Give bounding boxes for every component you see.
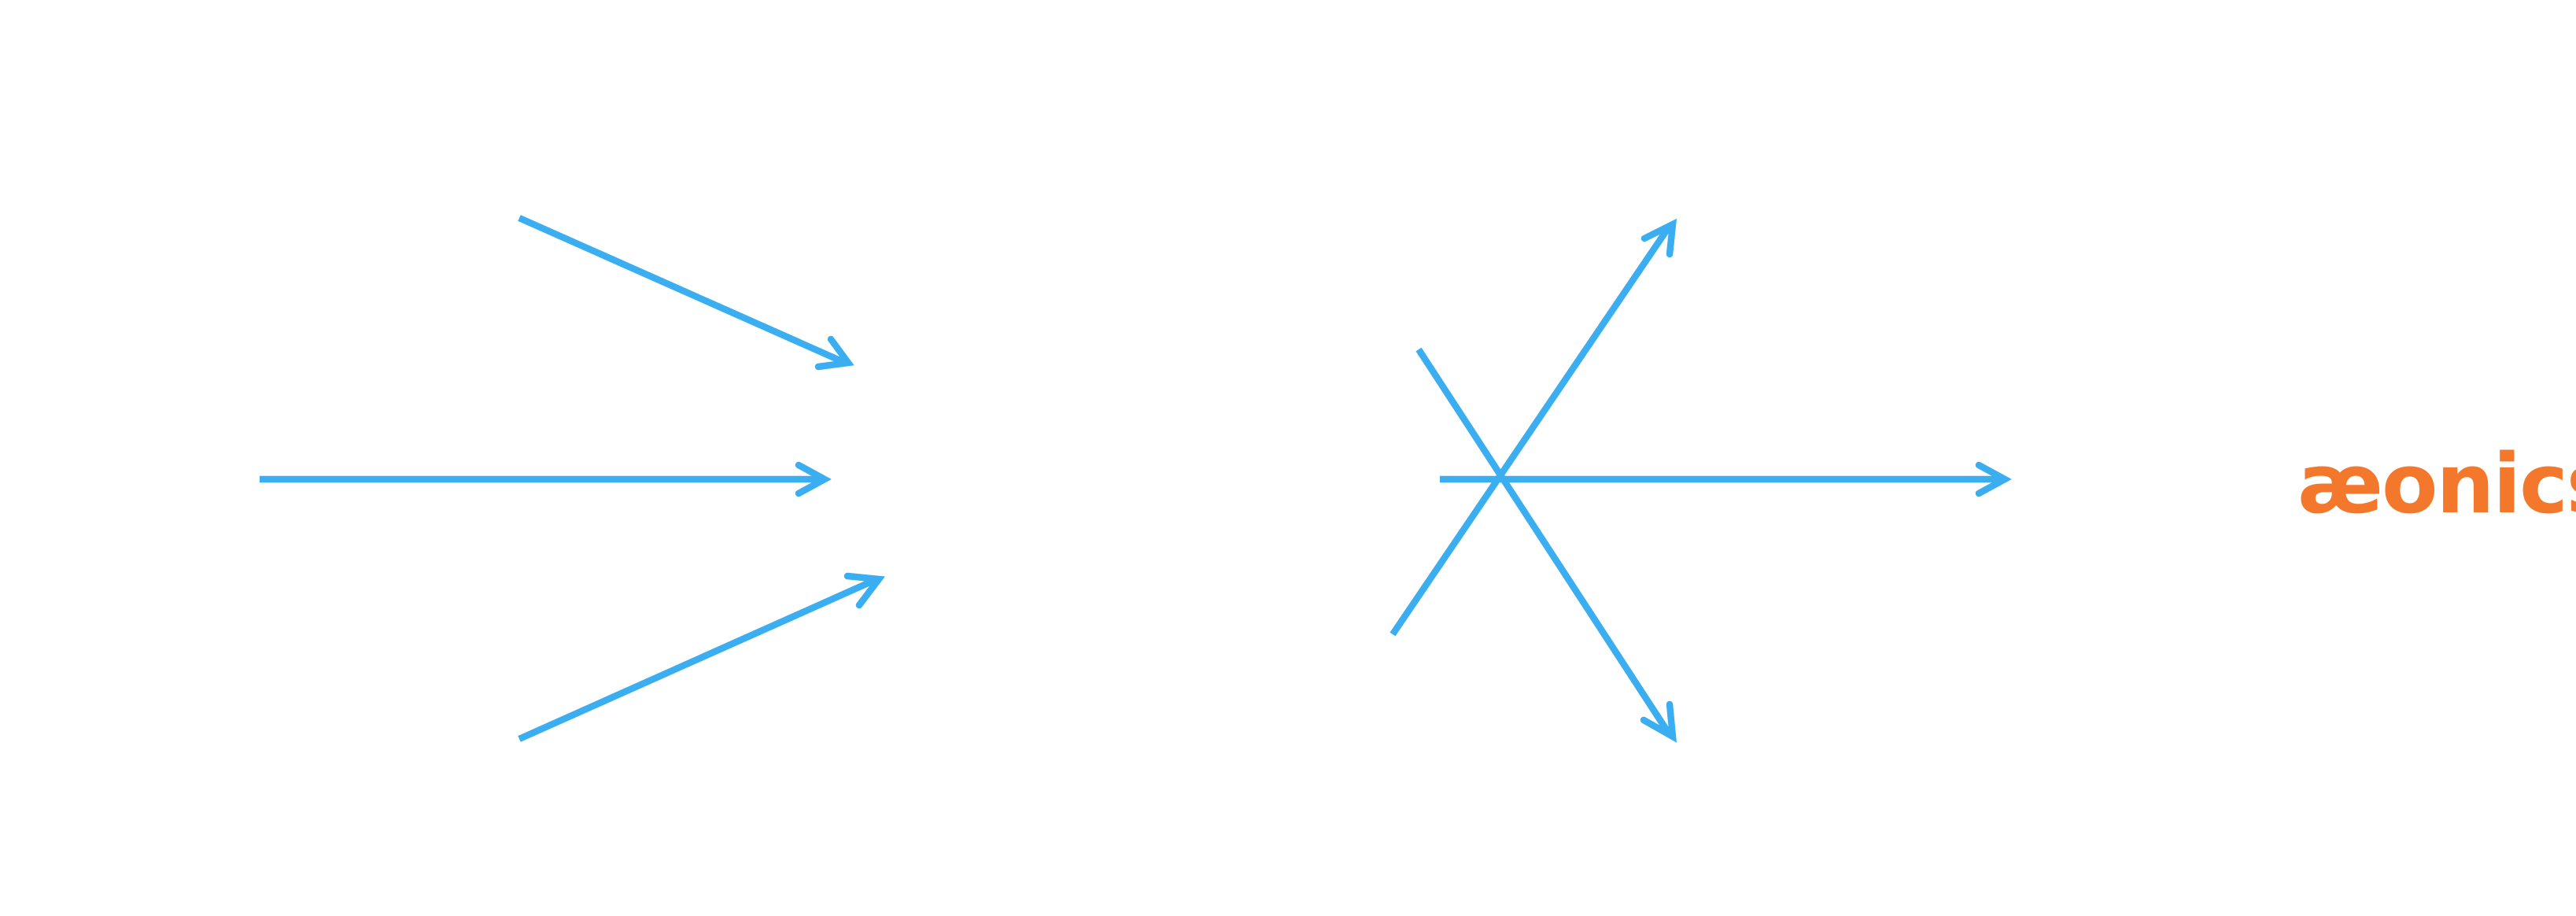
arrow-shaft	[518, 215, 845, 365]
arrow-shaft	[1415, 347, 1672, 736]
arrow-shaft	[518, 578, 875, 742]
arrow-shaft	[1389, 226, 1671, 637]
brand-logo: æonics	[2297, 436, 2576, 532]
arrow-upper-converging	[518, 215, 854, 371]
arrow-head-icon	[1640, 218, 1677, 258]
converging-arrows-group	[260, 215, 885, 742]
arrow-right-diverging	[1440, 461, 2012, 497]
arrow-head-icon	[1975, 461, 2012, 497]
diverging-arrows-group	[1389, 218, 2012, 743]
arrow-up-right-diverging	[1389, 218, 1677, 637]
arrow-head-icon	[814, 335, 854, 371]
arrow-head-icon	[1640, 700, 1677, 743]
arrow-lower-converging	[518, 572, 885, 742]
arrow-down-right-diverging	[1415, 347, 1677, 743]
arrow-head-icon	[843, 572, 885, 609]
arrow-middle-converging	[260, 461, 832, 497]
arrow-head-icon	[795, 461, 832, 497]
